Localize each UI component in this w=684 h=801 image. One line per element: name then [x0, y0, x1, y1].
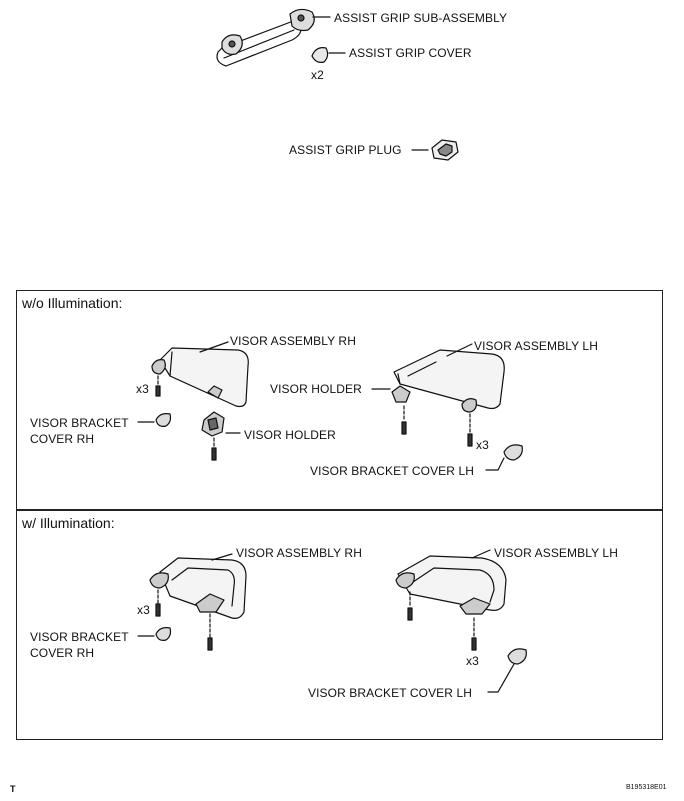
with-illumination-panel — [16, 510, 663, 740]
visor-assembly-rh-label: VISOR ASSEMBLY RH — [230, 334, 356, 348]
bracket-cover-rh-label-line1: VISOR BRACKET — [30, 416, 129, 430]
visor-holder-drawing-a — [201, 411, 241, 461]
bracket-cover-rh-label-b-line2: COVER RH — [30, 646, 95, 660]
visor-lh-drawing-b — [395, 549, 507, 651]
assist-grip-sub-assembly-label: ASSIST GRIP SUB-ASSEMBLY — [334, 11, 508, 25]
bracket-cover-lh-label-b: VISOR BRACKET COVER LH — [308, 686, 473, 700]
without-illumination-title: w/o Illumination: — [22, 295, 123, 311]
qty-label-lh-b: x3 — [466, 654, 479, 668]
without-illumination-panel — [16, 290, 663, 510]
assist-grip-cover-qty: x2 — [311, 68, 324, 82]
bracket-cover-rh-label-line2: COVER RH — [30, 432, 95, 446]
footer-left-mark: T — [10, 784, 16, 794]
assist-grip-sub-assembly-drawing — [216, 8, 331, 67]
visor-holder-label-left: VISOR HOLDER — [244, 428, 336, 442]
bracket-cover-rh-label-b-line1: VISOR BRACKET — [30, 630, 129, 644]
qty-label-lh: x3 — [476, 438, 489, 452]
visor-assembly-lh-label-b: VISOR ASSEMBLY LH — [494, 546, 618, 560]
bracket-cover-lh-drawing-b — [487, 648, 527, 693]
with-illumination-title: w/ Illumination: — [22, 515, 115, 531]
figure-id: B195318E01 — [626, 784, 667, 791]
bracket-cover-rh-drawing-b — [137, 627, 172, 641]
visor-lh-drawing-a — [371, 343, 505, 447]
bracket-cover-lh-drawing-a — [485, 444, 523, 471]
visor-assembly-rh-label-b: VISOR ASSEMBLY RH — [236, 546, 362, 560]
bracket-cover-rh-drawing-a — [137, 413, 172, 427]
visor-rh-drawing-b — [149, 553, 247, 651]
visor-holder-label-right: VISOR HOLDER — [270, 382, 362, 396]
visor-rh-drawing-a — [151, 341, 249, 408]
qty-label-rh-b: x3 — [137, 603, 150, 617]
assist-grip-cover-drawing — [311, 47, 346, 63]
assist-grip-plug-label: ASSIST GRIP PLUG — [289, 143, 402, 157]
assist-grip-plug-drawing — [411, 139, 459, 161]
assist-grip-cover-label: ASSIST GRIP COVER — [349, 46, 472, 60]
visor-assembly-lh-label: VISOR ASSEMBLY LH — [474, 339, 598, 353]
bracket-cover-lh-label: VISOR BRACKET COVER LH — [310, 464, 475, 478]
qty-label-rh: x3 — [136, 382, 149, 396]
